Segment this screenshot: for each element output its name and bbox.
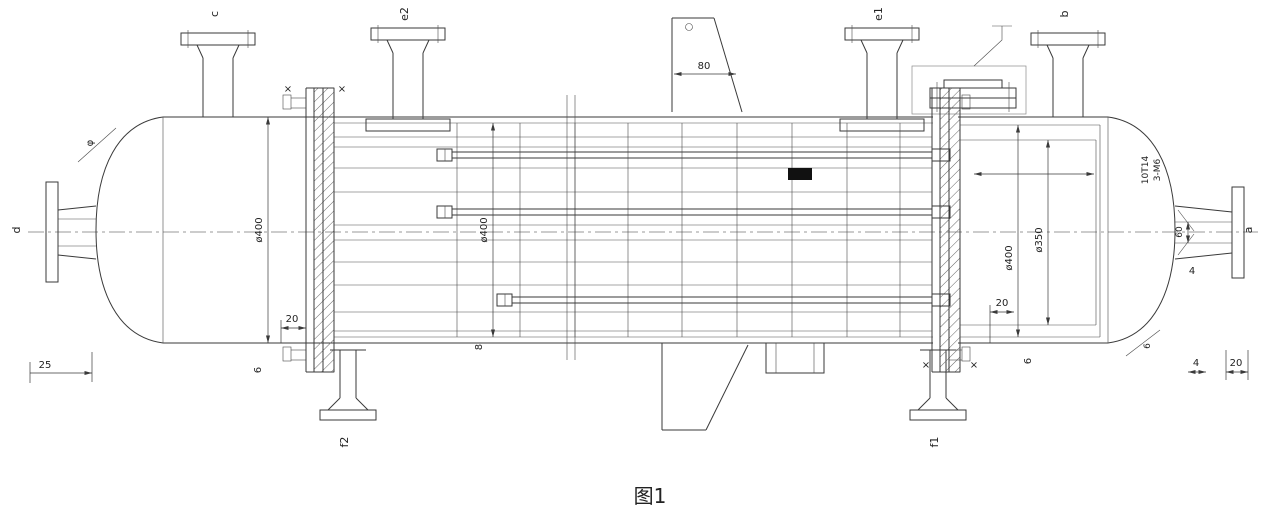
bottom-support-bracket (661, 343, 749, 431)
figure-caption: 图1 (634, 484, 667, 508)
vessel-shell (163, 116, 1108, 344)
material-note-2: 3-M6 (1153, 158, 1163, 181)
weld-mark-icon: × (284, 84, 292, 95)
left-head (77, 116, 164, 344)
dim-8-mid: 8 (474, 344, 485, 350)
dim-6-head: 6 (1143, 343, 1153, 349)
dim-4-right: 4 (1189, 266, 1195, 277)
tie-rods (436, 148, 951, 307)
bottom-small-bracket (765, 343, 825, 374)
weld-mark-icon: × (338, 84, 346, 95)
dim-20-left: 20 (286, 314, 299, 325)
left-tubesheet-flange: × × (282, 84, 346, 373)
label-support-f1: f1 (928, 437, 941, 448)
label-nozzle-e1: e1 (872, 7, 885, 21)
sealing-strip (788, 168, 812, 180)
manhole-detail (911, 25, 1027, 115)
label-nozzle-e2: e2 (398, 7, 411, 21)
weld-mark-icon: × (970, 360, 978, 371)
label-nozzle-b: b (1058, 10, 1071, 17)
right-tubesheet-flange: × × (922, 87, 978, 373)
dimensions-left: 25 ø400 20 6 φ (29, 117, 306, 383)
right-head (1107, 116, 1176, 357)
nozzle-e1 (839, 25, 925, 132)
tube-bundle (334, 136, 932, 332)
label-nozzle-a: a (1242, 227, 1255, 234)
dim-25: 25 (39, 360, 52, 371)
dim-20-bottom: 20 (1230, 358, 1243, 369)
nozzle-d (45, 181, 97, 283)
dim-4-bottom: 4 (1193, 358, 1199, 369)
dim-60-nozzle: 60 (1175, 226, 1185, 238)
label-nozzle-d: d (10, 227, 23, 234)
label-nozzle-c: c (208, 11, 221, 17)
dim-6-left: 6 (253, 367, 264, 373)
dimensions-middle: ø400 8 (474, 122, 496, 350)
dim-phi400-left: ø400 (254, 217, 265, 242)
label-support-f2: f2 (338, 437, 351, 448)
saddle-f2 (319, 349, 377, 421)
dim-phi400-mid: ø400 (479, 217, 490, 242)
nozzle-e2 (365, 25, 451, 132)
dim-phi350-right: ø350 (1034, 227, 1045, 252)
nozzle-c (180, 30, 256, 117)
nozzle-labels: c e2 e1 b d a f2 f1 (10, 7, 1255, 447)
dim-20-right: 20 (996, 298, 1009, 309)
nozzle-b (1030, 30, 1106, 117)
material-note-1: 10T14 (1141, 156, 1151, 185)
nozzle-a (1174, 186, 1245, 279)
dim-80-top: 80 (698, 61, 711, 72)
baffle-plates (456, 95, 901, 360)
rear-channel (960, 124, 1101, 338)
dim-6-right: 6 (1023, 358, 1034, 364)
dimensions-right: 20 ø400 ø350 6 60 4 10T14 3-M6 6 4 20 (989, 124, 1249, 380)
dim-phi400-right: ø400 (1004, 245, 1015, 270)
top-support-bracket: 80 (671, 17, 743, 113)
weld-note-left: φ (85, 139, 96, 146)
weld-mark-icon: × (922, 360, 930, 371)
